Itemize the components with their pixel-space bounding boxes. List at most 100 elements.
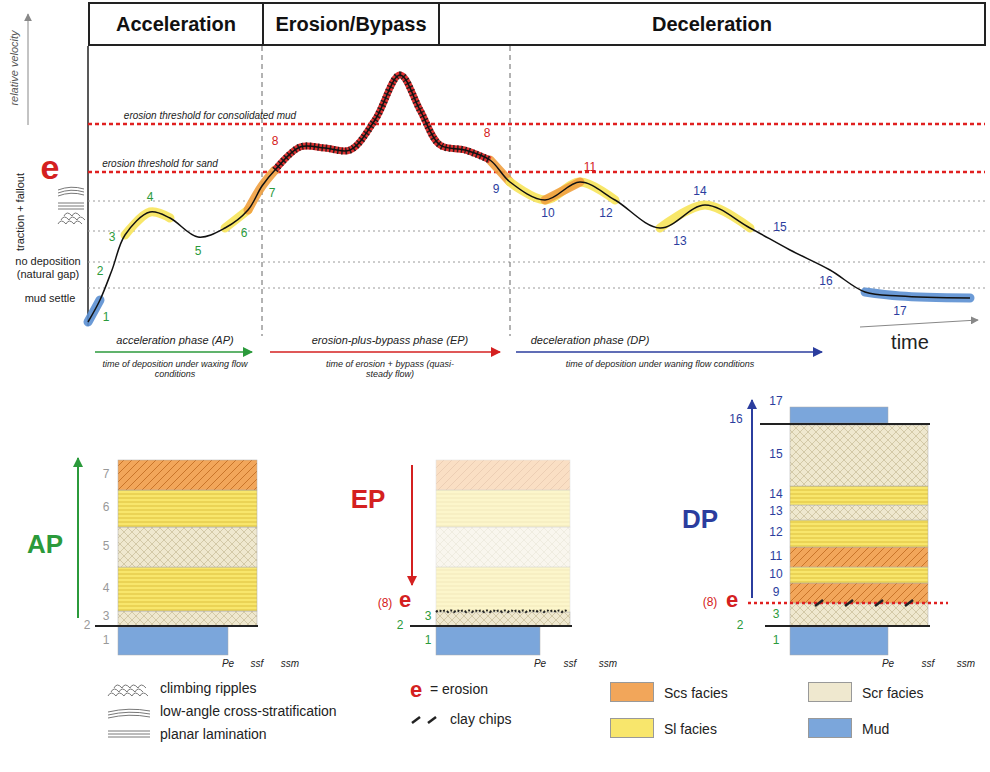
legend-swatch xyxy=(808,682,852,702)
facies-layer xyxy=(436,612,570,626)
facies-layer xyxy=(790,567,928,583)
phase-title: Erosion/Bypass xyxy=(275,13,426,36)
erosion-mark: e xyxy=(410,677,422,702)
planar-lamination-symbol xyxy=(108,737,150,738)
legend-text: = erosion xyxy=(430,681,488,697)
callout-number: 3 xyxy=(425,610,432,624)
legend-text: planar lamination xyxy=(160,726,267,742)
climbing-ripple-symbol xyxy=(61,217,85,220)
callout-number: 3 xyxy=(103,610,110,624)
phase-label: acceleration phase (AP) xyxy=(116,334,233,347)
callout-number: 2 xyxy=(84,619,91,633)
planar-lamination-symbol xyxy=(108,731,150,732)
facies-layer xyxy=(790,627,888,655)
callout-number: 7 xyxy=(269,187,276,201)
phase-title: Acceleration xyxy=(116,13,236,36)
y-axis xyxy=(87,46,89,326)
callout-number: 9 xyxy=(493,183,500,197)
facies-layer xyxy=(790,425,928,486)
callout-number: 7 xyxy=(103,468,110,482)
callout-number: 2 xyxy=(397,619,404,633)
facies-layer xyxy=(118,611,257,626)
climbing-ripple-symbol xyxy=(111,689,143,692)
axis-label: no deposition (natural gap) xyxy=(7,255,89,280)
callout-number: 1 xyxy=(103,311,110,325)
phase-divider xyxy=(510,46,511,336)
axis-tick-label: ssf xyxy=(564,658,577,670)
axis-label: relative velocity xyxy=(8,30,21,105)
callout-number: 1 xyxy=(425,634,432,648)
legend-text: low-angle cross-stratification xyxy=(160,703,337,719)
phase-title: Deceleration xyxy=(652,13,772,36)
phase-code: EP xyxy=(351,485,386,515)
low-angle-symbol xyxy=(58,193,84,196)
erosion-mark: e xyxy=(41,148,60,187)
erosion-mark: e xyxy=(399,587,411,612)
planar-lamination-symbol xyxy=(58,206,84,207)
callout-number: 1 xyxy=(773,634,780,648)
facies-layer xyxy=(436,567,570,612)
facies-layer xyxy=(790,583,928,603)
callout-number: 16 xyxy=(729,413,742,427)
callout-number: 5 xyxy=(195,245,202,259)
callout-number: 14 xyxy=(769,488,782,502)
axis-tick-label: Pe xyxy=(882,658,894,670)
level-line xyxy=(88,262,985,263)
phase-header: Acceleration xyxy=(88,2,264,46)
velocity-curve xyxy=(88,75,970,322)
phase-note: time of deposition under waning flow con… xyxy=(566,359,755,369)
sequence-arrow xyxy=(77,458,79,618)
clay-chip xyxy=(875,600,883,606)
legend-text: Mud xyxy=(862,721,889,737)
level-line xyxy=(88,288,985,289)
boundary-line xyxy=(95,625,258,627)
callout-number: 2 xyxy=(97,265,104,279)
axis-tick-label: ssf xyxy=(922,658,935,670)
legend-swatch xyxy=(808,718,852,738)
callout-number: 12 xyxy=(599,207,612,221)
boundary-line xyxy=(410,625,572,627)
callout-number: 13 xyxy=(769,505,782,519)
legend-text: climbing ripples xyxy=(160,680,256,696)
erosion-hatch xyxy=(275,75,490,170)
callout-number: 14 xyxy=(693,185,706,199)
callout-number: 15 xyxy=(769,448,782,462)
callout-number: 4 xyxy=(147,191,154,205)
low-angle-symbol xyxy=(58,190,84,193)
facies-highlight xyxy=(660,205,750,228)
callout-number: 1 xyxy=(103,634,110,648)
facies-layer xyxy=(118,567,257,611)
phase-label: deceleration phase (DP) xyxy=(531,334,650,347)
phase-arrow xyxy=(516,351,822,353)
callout-number: 6 xyxy=(103,501,110,515)
axis-label: traction + fallout xyxy=(14,173,27,251)
facies-layer xyxy=(436,460,570,490)
facies-layer xyxy=(790,407,888,423)
velocity-arrow xyxy=(28,14,29,125)
callout-number: 17 xyxy=(769,395,782,409)
climbing-ripple-symbol xyxy=(114,685,146,688)
callout-number: 15 xyxy=(773,221,786,235)
facies-layer xyxy=(790,505,928,520)
callout-number: 11 xyxy=(770,550,782,564)
planar-lamination-symbol xyxy=(58,209,84,210)
legend-swatch xyxy=(610,682,654,702)
callout-number: 17 xyxy=(893,305,906,319)
climbing-ripple-symbol xyxy=(64,213,80,216)
phase-arrow xyxy=(95,351,252,353)
phase-label: erosion-plus-bypass phase (EP) xyxy=(312,334,469,347)
callout-number: 12 xyxy=(769,526,782,540)
axis-label: time xyxy=(891,331,929,354)
callout-number: 10 xyxy=(769,568,782,582)
facies-layer xyxy=(790,520,928,547)
facies-layer xyxy=(118,490,257,527)
threshold-label: erosion threshold for sand xyxy=(102,158,218,170)
axis-tick-label: ssm xyxy=(957,658,975,670)
low-angle-symbol xyxy=(108,712,150,715)
planar-lamination-symbol xyxy=(58,203,84,204)
boundary-line xyxy=(760,423,930,425)
callout-number: 16 xyxy=(819,275,832,289)
boundary-line xyxy=(765,625,930,627)
callout-number: (8) xyxy=(703,596,718,610)
axis-tick-label: Pe xyxy=(534,658,546,670)
